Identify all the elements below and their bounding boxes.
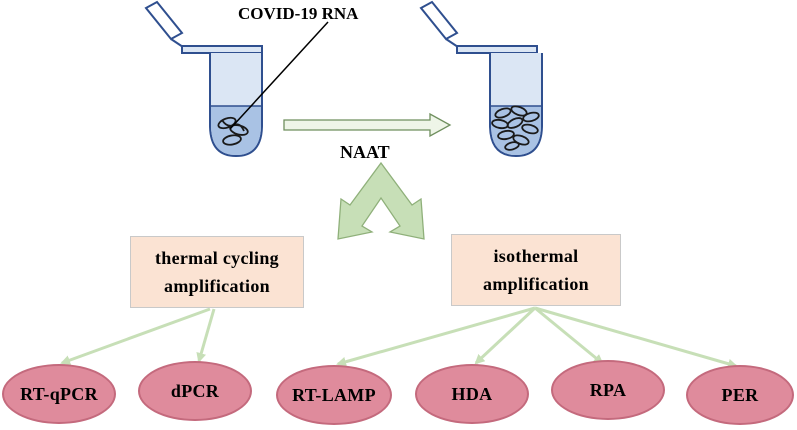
isothermal-box: isothermal amplification <box>451 234 621 306</box>
connector-dpcr <box>196 308 216 363</box>
right-tube-icon <box>419 0 543 158</box>
method-rt-lamp: RT-LAMP <box>276 365 392 425</box>
rna-label: COVID-19 RNA <box>238 4 359 23</box>
naat-label: NAAT <box>340 142 390 162</box>
isothermal-label: isothermal amplification <box>483 246 589 294</box>
connector-per <box>534 306 738 369</box>
right-arrow-icon <box>283 112 452 138</box>
method-rt-qpcr: RT-qPCR <box>2 364 116 424</box>
rna-pointer-line <box>229 21 329 130</box>
split-arrow-icon <box>337 161 425 240</box>
thermal-cycling-box: thermal cycling amplification <box>130 236 304 308</box>
method-dpcr: dPCR <box>138 361 252 421</box>
left-tube-icon <box>144 0 263 158</box>
thermal-cycling-label: thermal cycling amplification <box>155 248 279 296</box>
amplified-rna-icon <box>491 105 540 151</box>
connectors <box>60 306 738 369</box>
connector-hda <box>474 306 537 365</box>
method-rpa: RPA <box>551 360 665 420</box>
connector-rpa <box>534 306 604 365</box>
connector-rt-qpcr <box>60 307 211 365</box>
connector-rt-lamp <box>336 306 536 367</box>
method-per: PER <box>686 365 794 425</box>
method-hda: HDA <box>415 364 529 424</box>
